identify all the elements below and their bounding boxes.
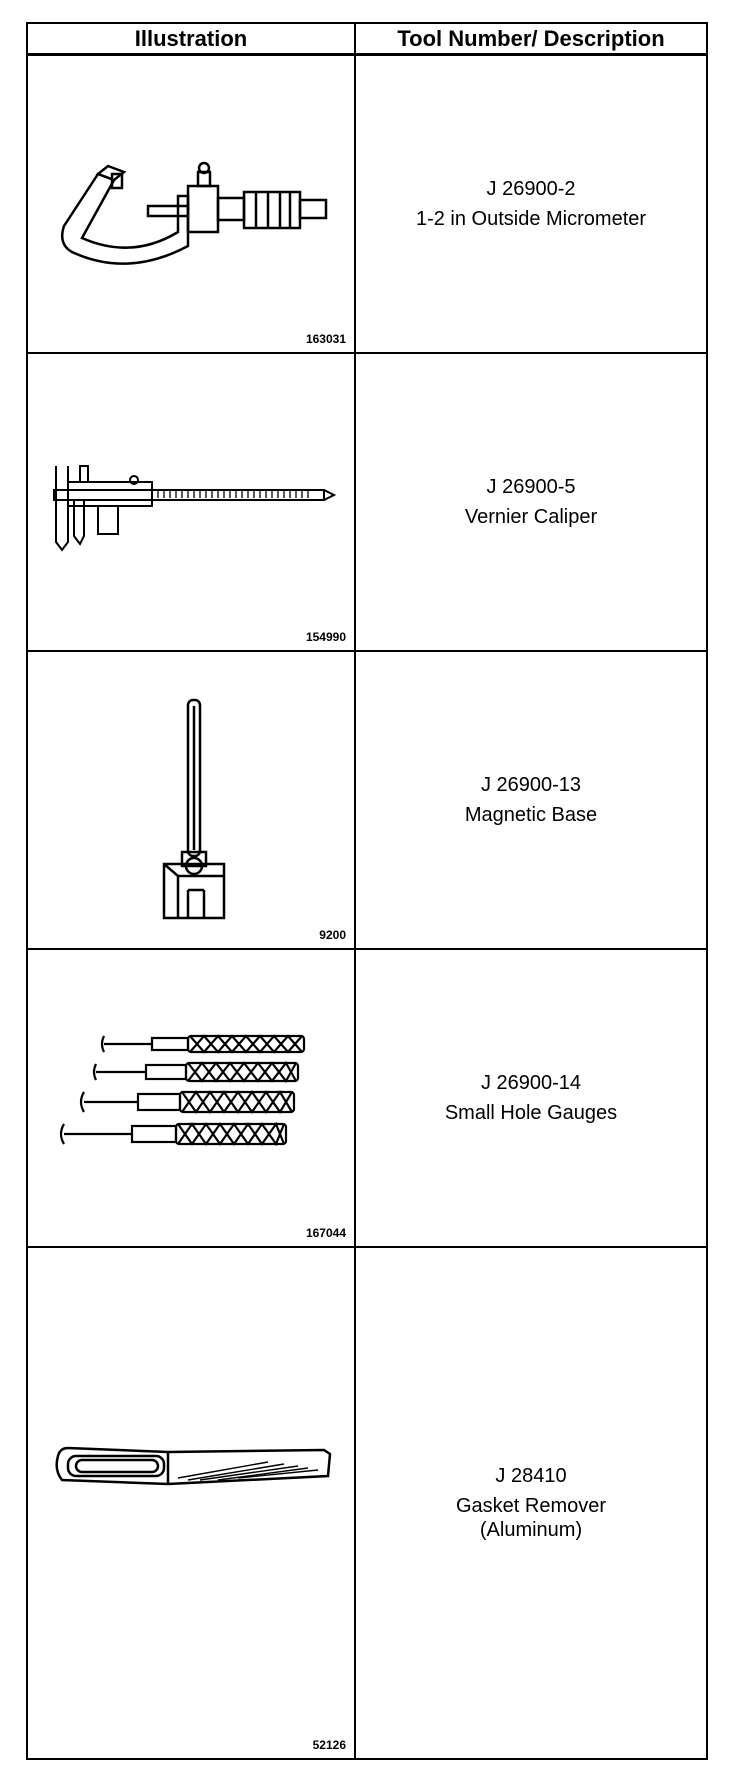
tool-description-cell: J 26900-2 1-2 in Outside Micrometer	[356, 56, 706, 352]
magnetic-base-icon	[162, 698, 226, 920]
illustration-cell: 163031	[28, 56, 354, 352]
gasket-remover-icon	[55, 1446, 332, 1486]
illustration-cell: 154990	[28, 354, 354, 650]
tool-number: J 26900-14	[480, 1072, 582, 1094]
tool-description: Magnetic Base	[464, 804, 598, 826]
tool-description: Small Hole Gauges	[444, 1102, 618, 1124]
illustration-cell: 167044	[28, 950, 354, 1246]
header-illustration: Illustration	[134, 26, 248, 51]
tool-number: J 26900-2	[486, 178, 576, 200]
figure-number: 163031	[305, 332, 346, 346]
vernier-caliper-icon	[53, 465, 337, 552]
column-divider	[354, 24, 356, 1758]
tool-description-cell: J 28410 Gasket Remover (Aluminum)	[356, 1248, 706, 1758]
tool-description: Gasket Remover	[455, 1495, 607, 1517]
table-row: 167044 J 26900-14 Small Hole Gauges	[28, 950, 706, 1248]
small-hole-gauges-icon	[59, 1034, 306, 1147]
table-row: 163031 J 26900-2 1-2 in Outside Micromet…	[28, 56, 706, 354]
table-row: 9200 J 26900-13 Magnetic Base	[28, 652, 706, 950]
figure-number: 154990	[305, 630, 346, 644]
figure-number: 167044	[305, 1226, 346, 1240]
special-tools-table: Illustration Tool Number/ Description	[26, 22, 708, 1760]
tool-description: 1-2 in Outside Micrometer	[415, 208, 647, 230]
tool-number: J 28410	[495, 1465, 567, 1487]
tool-description-note: (Aluminum)	[479, 1519, 583, 1541]
tool-description-cell: J 26900-5 Vernier Caliper	[356, 354, 706, 650]
tool-description: Vernier Caliper	[464, 506, 598, 528]
micrometer-icon	[61, 161, 328, 265]
tool-description-cell: J 26900-13 Magnetic Base	[356, 652, 706, 948]
table-header: Illustration Tool Number/ Description	[28, 24, 706, 56]
table-row: 154990 J 26900-5 Vernier Caliper	[28, 354, 706, 652]
figure-number: 52126	[312, 1738, 346, 1752]
tool-description-cell: J 26900-14 Small Hole Gauges	[356, 950, 706, 1246]
tool-number: J 26900-5	[486, 476, 576, 498]
table-row: 52126 J 28410 Gasket Remover (Aluminum)	[28, 1248, 706, 1758]
header-tool-number-description: Tool Number/ Description	[397, 26, 665, 51]
tool-number: J 26900-13	[480, 774, 582, 796]
illustration-cell: 52126	[28, 1248, 354, 1758]
illustration-cell: 9200	[28, 652, 354, 948]
figure-number: 9200	[319, 928, 346, 942]
